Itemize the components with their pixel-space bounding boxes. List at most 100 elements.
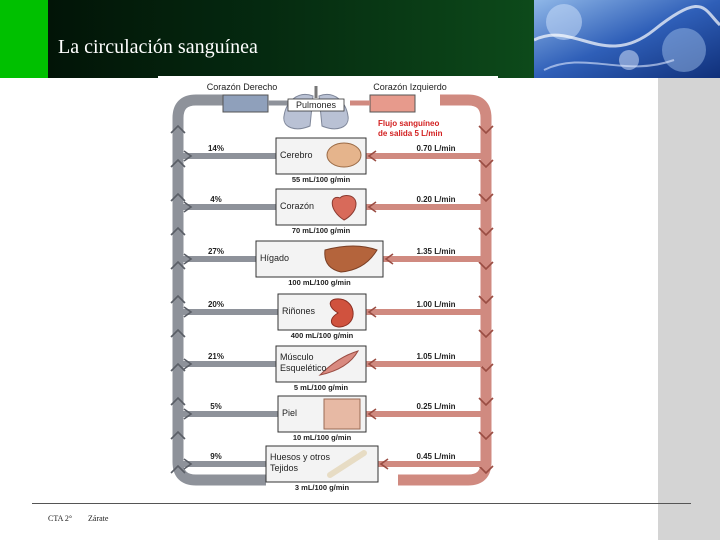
organ-flow-rate: 3 mL/100 g/min xyxy=(295,483,350,492)
circulation-diagram: Pulmones Corazón Derecho Corazón Izquier… xyxy=(158,76,498,500)
arterial-flow-arrow xyxy=(478,431,494,441)
skin-icon xyxy=(323,398,361,430)
organ-name: Músculo xyxy=(280,352,314,362)
organ-percent: 14% xyxy=(208,144,224,153)
page-title: La circulación sanguínea xyxy=(58,36,258,58)
arterial-flow-arrow xyxy=(478,125,494,135)
arterial-flow-arrow xyxy=(478,159,494,169)
brain-icon xyxy=(326,142,362,168)
organ-blood-flow: 1.35 L/min xyxy=(416,247,455,256)
organ-name-line2: Esquelético xyxy=(280,363,327,373)
organ-percent: 5% xyxy=(210,402,222,411)
branch-arrow xyxy=(379,458,389,470)
organ-2: Corazón 70 mL/100 g/min 4% 0.20 L/min xyxy=(210,188,456,235)
organ-name: Riñones xyxy=(282,306,316,316)
arterial-flow-arrow xyxy=(478,261,494,271)
arterial-flow-arrow xyxy=(478,397,494,407)
organ-1: Cerebro 55 mL/100 g/min 14% 0.70 L/min xyxy=(208,137,456,184)
organ-flow-rate: 5 mL/100 g/min xyxy=(294,383,349,392)
venous-flow-arrow xyxy=(170,260,186,270)
venous-flow-arrow xyxy=(170,430,186,440)
organ-box xyxy=(265,445,379,483)
header-bar xyxy=(48,0,534,78)
header-accent-bar xyxy=(0,0,48,78)
header-decorative-image xyxy=(534,0,720,78)
venous-flow-arrow xyxy=(170,396,186,406)
organ-flow-rate: 400 mL/100 g/min xyxy=(291,331,354,340)
organ-blood-flow: 0.45 L/min xyxy=(416,452,455,461)
organ-percent: 27% xyxy=(208,247,224,256)
organ-flow-rate: 100 mL/100 g/min xyxy=(288,278,351,287)
branch-arrow xyxy=(367,358,377,370)
right-heart-box xyxy=(222,94,269,113)
branch-arrow xyxy=(367,150,377,162)
organ-name: Piel xyxy=(282,408,297,418)
arterial-flow-arrow xyxy=(478,329,494,339)
footer-author: Zárate xyxy=(88,514,109,523)
arterial-flow-arrow xyxy=(478,227,494,237)
bone-icon xyxy=(327,450,367,478)
venous-flow-arrow xyxy=(170,294,186,304)
arterial-vessel xyxy=(398,94,492,486)
organ-name: Corazón xyxy=(280,201,314,211)
venous-flow-arrow xyxy=(170,464,186,474)
organ-blood-flow: 0.25 L/min xyxy=(416,402,455,411)
cardiac-output-label-2: de salida 5 L/min xyxy=(378,129,443,138)
organ-flow-rate: 70 mL/100 g/min xyxy=(292,226,351,235)
organ-name: Hígado xyxy=(260,253,289,263)
liver-icon xyxy=(324,245,378,273)
organ-blood-flow: 0.20 L/min xyxy=(416,195,455,204)
side-panel xyxy=(658,78,720,540)
left-heart-box xyxy=(369,94,416,113)
organ-percent: 20% xyxy=(208,300,224,309)
organ-flow-rate: 55 mL/100 g/min xyxy=(292,175,351,184)
branch-arrow xyxy=(183,150,193,162)
venous-flow-arrow xyxy=(170,328,186,338)
muscle-icon xyxy=(318,350,360,376)
venous-flow-arrow xyxy=(170,158,186,168)
organ-blood-flow: 1.00 L/min xyxy=(416,300,455,309)
lungs-label-box xyxy=(287,98,345,112)
right-heart-label: Corazón Derecho xyxy=(207,82,278,92)
arterial-flow-arrow xyxy=(478,193,494,203)
organ-4: Riñones 400 mL/100 g/min 20% 1.00 L/min xyxy=(208,293,456,340)
kidney-icon xyxy=(329,298,354,328)
branch-arrow xyxy=(183,458,193,470)
lungs-label: Pulmones xyxy=(296,100,337,110)
organ-3: Hígado 100 mL/100 g/min 27% 1.35 L/min xyxy=(208,240,456,287)
organ-box xyxy=(275,345,367,383)
branch-arrow xyxy=(183,306,193,318)
footer-course: CTA 2° xyxy=(48,514,73,523)
organ-name-line2: Tejidos xyxy=(270,463,299,473)
venous-return-vessel xyxy=(172,94,266,486)
branch-arrow xyxy=(367,408,377,420)
venous-flow-arrow xyxy=(170,226,186,236)
heart-icon xyxy=(331,195,357,221)
arterial-flow-arrow xyxy=(478,295,494,305)
cardiac-output-label-1: Flujo sanguíneo xyxy=(378,119,439,128)
venous-flow-arrow xyxy=(170,192,186,202)
organ-percent: 21% xyxy=(208,352,224,361)
organ-name: Huesos y otros xyxy=(270,452,331,462)
organ-percent: 4% xyxy=(210,195,222,204)
branch-arrow xyxy=(183,253,193,265)
branch-arrow xyxy=(367,201,377,213)
arterial-flow-arrow xyxy=(478,465,494,475)
left-heart-label: Corazón Izquierdo xyxy=(373,82,447,92)
organ-6: Piel 10 mL/100 g/min 5% 0.25 L/min xyxy=(210,395,456,442)
branch-arrow xyxy=(384,253,394,265)
organ-percent: 9% xyxy=(210,452,222,461)
branch-arrow xyxy=(183,358,193,370)
venous-flow-arrow xyxy=(170,362,186,372)
venous-flow-arrow xyxy=(170,124,186,134)
organ-name: Cerebro xyxy=(280,150,313,160)
branch-arrow xyxy=(183,201,193,213)
organ-blood-flow: 0.70 L/min xyxy=(416,144,455,153)
branch-arrow xyxy=(367,306,377,318)
branch-arrow xyxy=(183,408,193,420)
organ-flow-rate: 10 mL/100 g/min xyxy=(293,433,352,442)
footer-divider xyxy=(32,503,691,504)
organ-blood-flow: 1.05 L/min xyxy=(416,352,455,361)
